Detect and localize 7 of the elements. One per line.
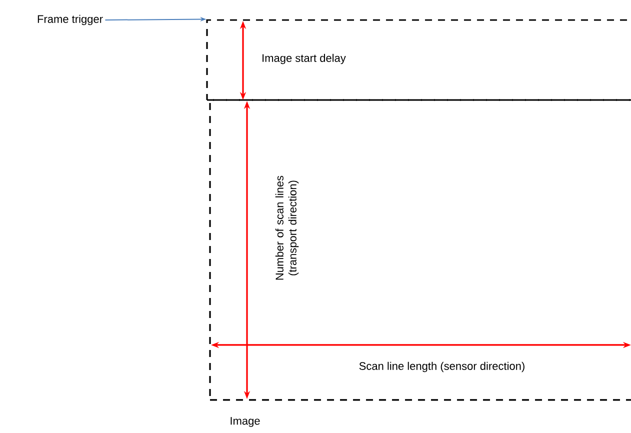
dimension-label: Number of scan lines (transport direction) [275, 176, 299, 280]
dashed-frame [206, 19, 631, 101]
frame-label: Image [230, 417, 260, 427]
trigger-label: Frame trigger [38, 14, 103, 26]
dimension-label: Image start delay [262, 54, 346, 64]
dimension-label: Scan line length (sensor direction) [359, 362, 524, 372]
dashed-frame [209, 99, 631, 401]
